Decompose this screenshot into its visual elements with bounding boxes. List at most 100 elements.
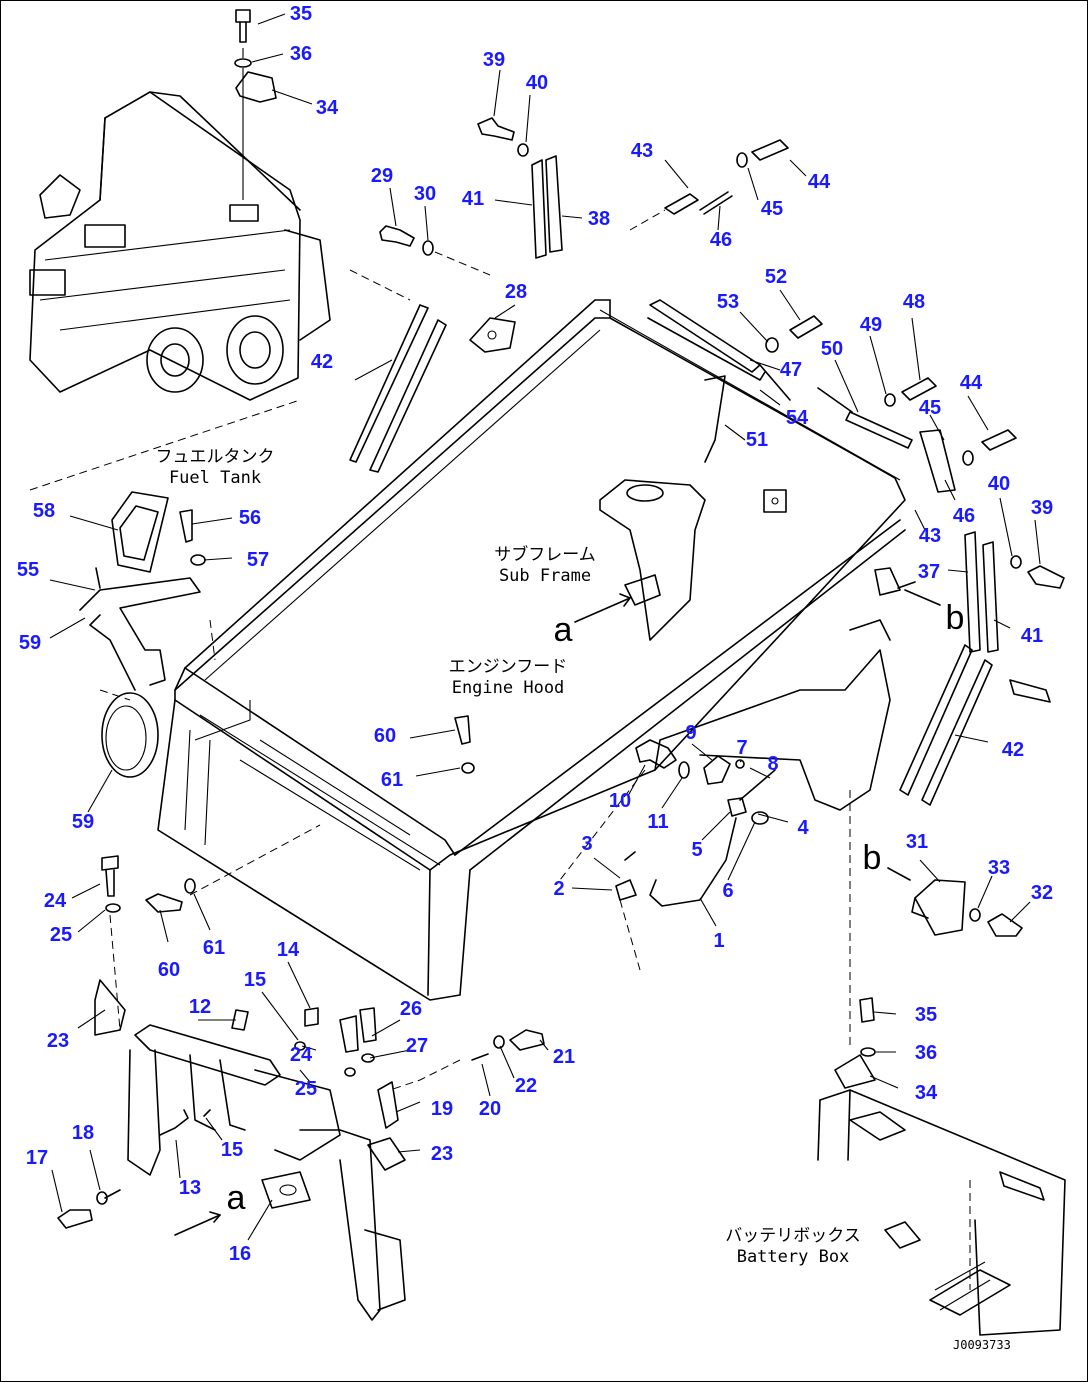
callout-25-left: 25 [49,924,73,946]
caption-sub-frame-en: Sub Frame [498,566,592,586]
callout-10: 10 [608,790,632,812]
callout-59-upper: 59 [18,632,42,654]
callout-4: 4 [797,817,809,839]
caption-engine-hood-en: Engine Hood [451,678,565,698]
caption-battery-box-en: Battery Box [736,1247,850,1267]
arrow-view-a-upper [574,597,631,623]
rail-50 [817,377,937,449]
bracket-34-top [234,9,277,200]
callout-34-lower: 34 [914,1082,938,1104]
callout-13: 13 [178,1177,202,1199]
callout-44: 44 [807,171,831,193]
callout-47: 47 [779,359,803,381]
callout-40-right: 40 [987,473,1011,495]
callout-43-right: 43 [918,525,942,547]
callout-3: 3 [581,833,593,855]
arrowhead-a-lower [209,1211,221,1223]
callout-41: 41 [461,188,485,210]
callout-15-lower: 15 [220,1139,244,1161]
callout-45: 45 [760,198,784,220]
latch-assembly [615,739,776,971]
callout-60-lower: 60 [157,959,181,981]
callout-46: 46 [709,229,733,251]
callout-35: 35 [289,3,313,25]
callout-53: 53 [716,291,740,313]
bolts-lower-left [101,715,545,1091]
callout-24-mid: 24 [289,1044,313,1066]
caption-engine-hood: エンジンフード Engine Hood [449,657,568,700]
weatherstrip-42-right [849,619,1051,806]
callout-45-right: 45 [918,397,942,419]
callout-61-lower: 61 [202,937,226,959]
callout-2: 2 [553,878,565,900]
engine-hood [157,299,906,1001]
callout-5: 5 [691,839,703,861]
callout-29: 29 [370,165,394,187]
callout-49: 49 [859,314,883,336]
callout-18: 18 [71,1122,95,1144]
callout-7: 7 [736,737,748,759]
arrow-view-b-lower [887,867,911,881]
bolt-29 [379,225,491,276]
view-letter-b-lower: b [862,839,882,877]
callout-25-mid: 25 [294,1078,318,1100]
drawing-number: J0093733 [953,1338,1011,1352]
callout-38: 38 [587,208,611,230]
callout-30: 30 [413,183,437,205]
callout-35-lower: 35 [914,1004,938,1026]
callout-42-right: 42 [1001,739,1025,761]
callout-17: 17 [25,1147,49,1169]
callout-15-upper: 15 [243,969,267,991]
arrow-view-b-upper [904,589,941,606]
callout-51: 51 [745,429,769,451]
handrail-assembly [57,979,406,1321]
callout-48: 48 [902,291,926,313]
callout-21: 21 [552,1046,576,1068]
callout-61-upper: 61 [380,769,404,791]
caption-battery-box: バッテリボックス Battery Box [725,1226,861,1269]
caption-fuel-tank: フュエルタンク Fuel Tank [156,447,275,490]
arrow-view-a-lower [174,1214,221,1236]
callout-28: 28 [504,281,528,303]
weatherstrip-42-left [349,269,447,473]
hinge-pin-43-top [629,139,789,231]
callout-50: 50 [820,338,844,360]
strips-37-41-right [874,531,1065,653]
callout-33: 33 [987,857,1011,879]
callout-36-lower: 36 [914,1042,938,1064]
callout-58: 58 [32,500,56,522]
callout-39: 39 [482,49,506,71]
callout-24-left: 24 [43,890,67,912]
callout-44-right: 44 [959,372,983,394]
battery-box [817,790,1066,1336]
callout-34: 34 [315,97,339,119]
callout-16: 16 [228,1243,252,1265]
caption-engine-hood-ja: エンジンフード [448,656,568,677]
callout-14: 14 [276,939,300,961]
caption-sub-frame-ja: サブフレーム [494,544,596,565]
view-letter-a-upper: a [553,611,573,649]
callout-40: 40 [525,72,549,94]
callout-56: 56 [238,507,262,529]
callout-57: 57 [246,549,270,571]
caption-fuel-tank-en: Fuel Tank [168,468,262,488]
caption-fuel-tank-ja: フュエルタンク [155,446,275,467]
view-letter-a-lower: a [226,1179,246,1217]
callout-59-lower: 59 [71,811,95,833]
hinge-rail-47 [647,299,823,463]
fuel-tank [29,91,331,491]
callout-22: 22 [514,1075,538,1097]
view-letter-b-upper: b [945,599,965,637]
callout-19: 19 [430,1098,454,1120]
callout-43: 43 [630,140,654,162]
callout-41-right: 41 [1020,625,1044,647]
callout-55: 55 [16,559,40,581]
callout-31: 31 [905,831,929,853]
hinge-pin-43-right [919,429,1017,493]
callout-26: 26 [399,998,423,1020]
leader-lines [49,13,1041,1241]
callout-1: 1 [713,930,725,952]
bracket-31 [911,879,1023,937]
